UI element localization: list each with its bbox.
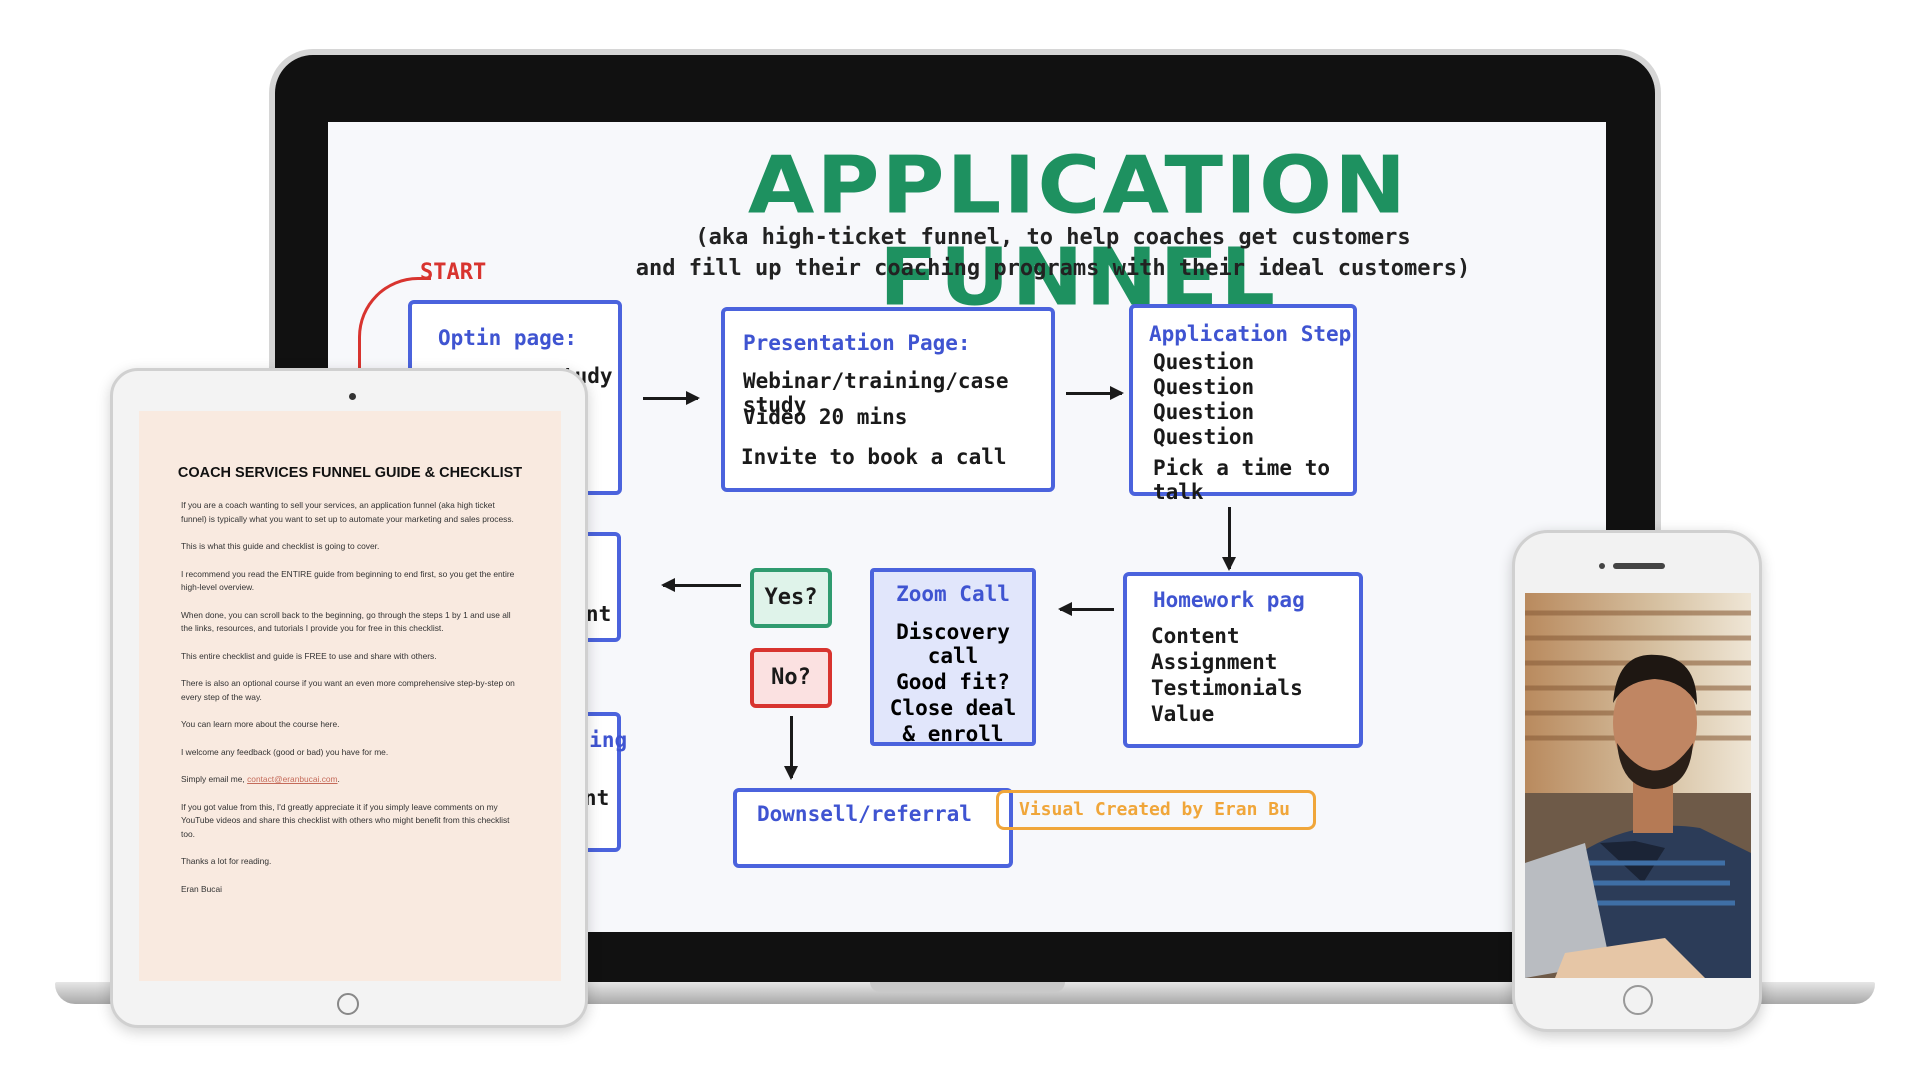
subtitle-line-2: and fill up their coaching programs with…	[635, 256, 1471, 281]
document-paragraph: This entire checklist and guide is FREE …	[181, 650, 437, 661]
presentation-line-2: Video 20 mins	[743, 405, 908, 429]
zoom-title: Zoom Call	[896, 582, 1010, 606]
presentation-line-3: Invite to book a call	[741, 445, 1007, 469]
document-paragraph: You can learn more about the course here…	[181, 719, 340, 729]
arrow-presentation-to-application	[1066, 386, 1124, 400]
start-label: START	[420, 260, 487, 285]
tablet-camera	[349, 393, 356, 400]
document-paragraph: If you are a coach wanting to sell your …	[181, 500, 514, 524]
arrow-no-to-downsell	[784, 716, 798, 780]
homework-title: Homework pag	[1153, 588, 1305, 612]
document-paragraph: There is also an optional course if you …	[181, 678, 515, 702]
document-paragraph: I welcome any feedback (good or bad) you…	[181, 746, 389, 757]
application-question-1: Question	[1153, 350, 1255, 374]
phone-speaker	[1613, 563, 1665, 569]
document-paragraph-email: Simply email me, contact@eranbucai.com.	[181, 773, 521, 787]
zoom-call-box: Zoom Call Discovery call Good fit? Close…	[870, 568, 1036, 746]
presentation-title: Presentation Page:	[743, 331, 971, 355]
email-suffix: .	[337, 774, 340, 784]
arrow-application-to-homework	[1222, 507, 1236, 571]
credit-label: Visual Created by Eran Bu	[996, 790, 1316, 830]
document-paragraph: If you got value from this, I'd greatly …	[181, 801, 510, 839]
presentation-line-1: Webinar/training/case study	[743, 369, 1009, 417]
application-question-3: Question	[1153, 400, 1255, 424]
application-step-box: Application Step Question Question Quest…	[1129, 304, 1357, 504]
phone-screen	[1525, 593, 1751, 978]
phone-home-button[interactable]	[1623, 985, 1653, 1015]
email-prefix: Simply email me,	[181, 774, 248, 784]
homework-line-4: Value	[1151, 702, 1215, 726]
email-link[interactable]: contact@eranbucai.com	[247, 774, 338, 784]
downsell-box: Downsell/referral	[733, 788, 1013, 868]
zoom-line-1: Discovery call	[896, 620, 1010, 668]
application-question-4: Question	[1153, 425, 1255, 449]
tablet-home-button[interactable]	[337, 993, 359, 1015]
document-title: COACH SERVICES FUNNEL GUIDE & CHECKLIST	[177, 465, 523, 481]
arrow-homework-to-zoom	[1058, 602, 1114, 616]
no-decision: No?	[750, 648, 832, 708]
zoom-line-3: Close deal	[889, 696, 1017, 720]
application-question-2: Question	[1153, 375, 1255, 399]
arrow-optin-to-presentation	[643, 391, 700, 405]
yes-decision: Yes?	[750, 568, 832, 628]
tablet-screen: COACH SERVICES FUNNEL GUIDE & CHECKLIST …	[139, 411, 561, 981]
zoom-line-4: & enroll	[902, 722, 1004, 746]
person-photo	[1525, 593, 1751, 978]
homework-line-3: Testimonials	[1151, 676, 1303, 700]
tablet-device: COACH SERVICES FUNNEL GUIDE & CHECKLIST …	[110, 368, 588, 1028]
document-body: If you are a coach wanting to sell your …	[181, 499, 521, 910]
presentation-page-box: Presentation Page: Webinar/training/case…	[721, 307, 1055, 492]
laptop-notch	[870, 982, 1065, 992]
subtitle-line-1: (aka high-ticket funnel, to help coaches…	[695, 225, 1411, 250]
downsell-title: Downsell/referral	[757, 802, 972, 826]
phone-device	[1512, 530, 1762, 1032]
application-title: Application Step	[1149, 322, 1352, 346]
arrow-yes-to-payment	[661, 578, 741, 592]
document-signature: Eran Bucai	[181, 883, 222, 894]
funnel-subtitle: (aka high-ticket funnel, to help coaches…	[628, 222, 1478, 284]
document-paragraph: I recommend you read the ENTIRE guide fr…	[181, 568, 515, 593]
phone-camera	[1599, 563, 1605, 569]
application-pick-time: Pick a time to talk	[1153, 456, 1331, 504]
homework-line-1: Content	[1151, 624, 1240, 648]
document-paragraph: This is what this guide and checklist is…	[181, 541, 380, 551]
optin-title: Optin page:	[438, 326, 578, 350]
homework-line-2: Assignment	[1151, 650, 1278, 674]
document-paragraph: Thanks a lot for reading.	[181, 856, 272, 866]
homework-page-box: Homework pag Content Assignment Testimon…	[1123, 572, 1363, 748]
document-paragraph: When done, you can scroll back to the be…	[181, 609, 511, 634]
zoom-line-2: Good fit?	[896, 670, 1010, 694]
